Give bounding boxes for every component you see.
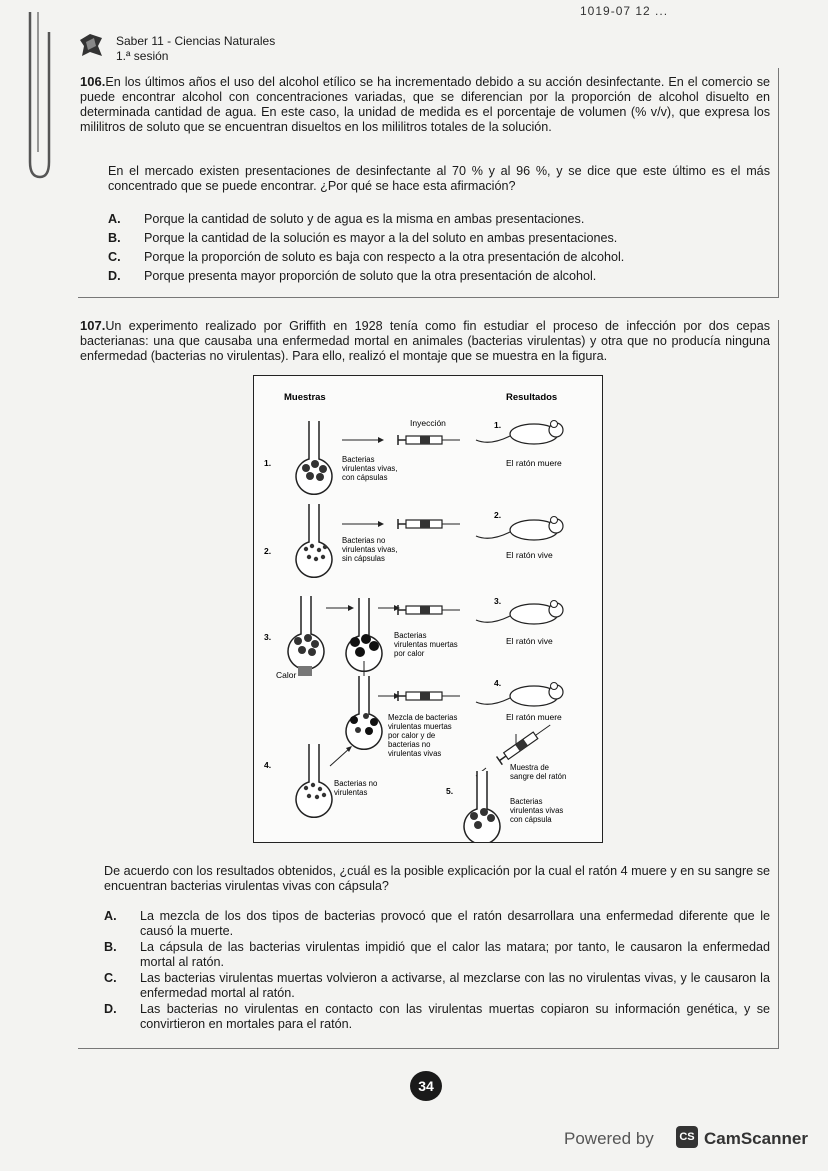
mixed-bacteria-dots xyxy=(350,713,378,735)
row-4-number: 4. xyxy=(264,760,271,770)
powered-by-text: Powered by xyxy=(564,1129,654,1148)
flask-5-label-line: virulentas vivas xyxy=(510,806,563,815)
stem-text: Un experimento realizado por Griffith en… xyxy=(80,319,770,363)
icfes-logo-icon xyxy=(80,34,102,56)
heat-label: Calor xyxy=(276,670,296,680)
flask-4-label-line: virulentas xyxy=(334,788,367,797)
question-106-box xyxy=(78,68,779,298)
blood-label-line: sangre del ratón xyxy=(510,772,566,781)
option-a[interactable]: A.La mezcla de los dos tipos de bacteria… xyxy=(104,909,770,938)
bacteria-dots xyxy=(303,782,327,800)
row-4-label-line: Mezcla de bacterias xyxy=(388,713,457,722)
row-1-result: El ratón muere xyxy=(506,458,562,468)
row-2-number: 2. xyxy=(264,546,271,556)
question-106-options: A.Porque la cantidad de soluto y de agua… xyxy=(108,212,770,284)
question-106-stem: 106.En los últimos años el uso del alcoh… xyxy=(80,74,770,135)
row-3-label-line: virulentas muertas xyxy=(394,640,458,649)
question-107-stem: 107.Un experimento realizado por Griffit… xyxy=(80,318,770,364)
camscanner-logo-icon: CS xyxy=(676,1126,698,1148)
row-3-label-line: por calor xyxy=(394,649,425,658)
bacteria-dots xyxy=(470,808,495,829)
paperclip-icon xyxy=(28,12,51,179)
row-4-label-line: por calor y de xyxy=(388,731,435,740)
row-2-label-line: virulentas vivas, xyxy=(342,545,397,554)
question-107-box xyxy=(78,320,779,1049)
injection-label: Inyección xyxy=(410,418,446,428)
page-number: 34 xyxy=(410,1071,442,1101)
row-1-number: 1. xyxy=(264,458,271,468)
mouse-1-number: 1. xyxy=(494,420,501,430)
mouse-4-number: 4. xyxy=(494,678,501,688)
row-4-result: El ratón muere xyxy=(506,712,562,722)
row-4-label-line: virulentas vivas xyxy=(388,749,441,758)
mouse-2-number: 2. xyxy=(494,510,501,520)
exam-session: 1.ª sesión xyxy=(116,49,169,63)
option-c[interactable]: C.Las bacterias virulentas muertas volvi… xyxy=(104,971,770,1000)
resultados-heading: Resultados xyxy=(506,392,557,403)
muestras-heading: Muestras xyxy=(284,392,326,403)
row-3-number: 3. xyxy=(264,632,271,642)
camscanner-brand: CamScanner xyxy=(704,1129,808,1148)
row-3-label-line: Bacterias xyxy=(394,631,427,640)
row-4-label-line: bacterias no xyxy=(388,740,431,749)
flask-5-label-line: con cápsula xyxy=(510,815,552,824)
bacteria-dots xyxy=(303,543,328,562)
griffith-experiment-figure: Muestras Resultados 1. Inyección 1. Bact… xyxy=(253,375,603,846)
row-1-label-line: Bacterias xyxy=(342,455,375,464)
option-a[interactable]: A.Porque la cantidad de soluto y de agua… xyxy=(108,212,585,226)
bacteria-dots xyxy=(294,634,319,656)
question-107-prompt: De acuerdo con los resultados obtenidos,… xyxy=(104,864,770,893)
stem-text: En los últimos años el uso del alcohol e… xyxy=(80,75,770,134)
row-1-label-line: con cápsulas xyxy=(342,473,388,482)
row-2-result: El ratón vive xyxy=(506,550,553,560)
row-1-label-line: virulentas vivas, xyxy=(342,464,397,473)
row-2-label-line: Bacterias no xyxy=(342,536,386,545)
document-code: 1019-07 12 ... xyxy=(580,4,669,18)
question-107-options: A.La mezcla de los dos tipos de bacteria… xyxy=(104,909,770,1031)
bacteria-dots xyxy=(302,460,327,481)
option-b[interactable]: B.Porque la cantidad de la solución es m… xyxy=(108,231,618,245)
option-d[interactable]: D.Porque presenta mayor proporción de so… xyxy=(108,269,597,283)
option-d[interactable]: D.Las bacterias no virulentas en contact… xyxy=(104,1002,770,1031)
flask-4-label-line: Bacterias no xyxy=(334,779,378,788)
option-c[interactable]: C.Porque la proporción de soluto es baja… xyxy=(108,250,625,264)
flask-5-number: 5. xyxy=(446,786,453,796)
flask-5-label-line: Bacterias xyxy=(510,797,543,806)
row-2-label-line: sin cápsulas xyxy=(342,554,385,563)
question-106-prompt: En el mercado existen presentaciones de … xyxy=(108,164,770,193)
heat-source-icon xyxy=(298,666,312,676)
question-number: 106. xyxy=(80,74,106,89)
row-3-result: El ratón vive xyxy=(506,636,553,646)
blood-label-line: Muestra de xyxy=(510,763,549,772)
mouse-3-number: 3. xyxy=(494,596,501,606)
row-4-label-line: virulentas muertas xyxy=(388,722,452,731)
question-number: 107. xyxy=(80,318,106,333)
exam-title: Saber 11 - Ciencias Naturales xyxy=(116,34,276,48)
option-b[interactable]: B.La cápsula de las bacterias virulentas… xyxy=(104,940,770,969)
dead-bacteria-dots xyxy=(350,634,379,657)
